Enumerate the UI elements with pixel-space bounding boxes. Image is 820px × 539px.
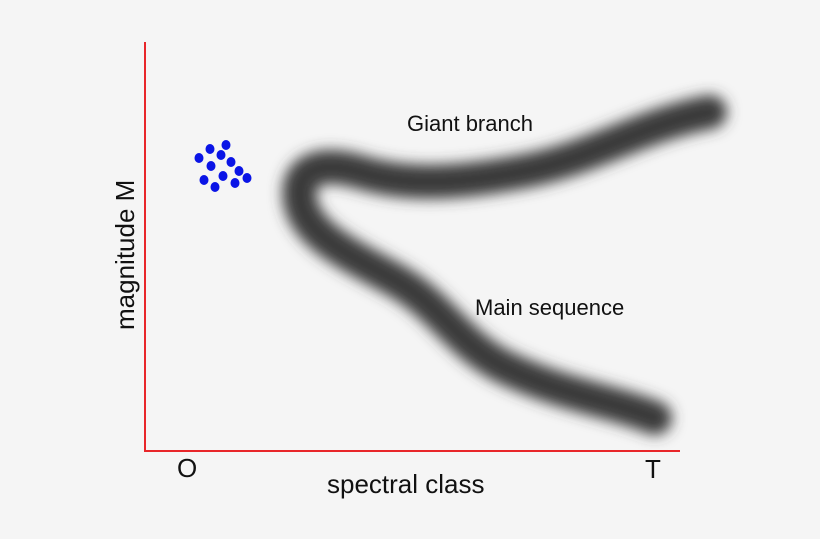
dot bbox=[206, 161, 216, 171]
dot bbox=[226, 157, 236, 167]
main-sequence-label: Main sequence bbox=[475, 295, 624, 320]
stellar-band bbox=[282, 95, 727, 435]
dot-cluster bbox=[194, 140, 252, 192]
dot bbox=[242, 173, 252, 183]
dot bbox=[221, 140, 231, 150]
dot bbox=[194, 153, 204, 163]
x-axis-title: spectral class bbox=[327, 469, 485, 499]
dot bbox=[234, 166, 244, 176]
dot bbox=[230, 178, 240, 188]
dot bbox=[218, 171, 228, 181]
x-start-tick-label: O bbox=[177, 453, 197, 483]
dot bbox=[205, 144, 215, 154]
dot bbox=[210, 182, 220, 192]
x-end-tick-label: T bbox=[645, 454, 661, 484]
dot bbox=[199, 175, 209, 185]
dot bbox=[216, 150, 226, 160]
giant-branch-label: Giant branch bbox=[407, 111, 533, 136]
y-axis-title: magnitude M bbox=[110, 180, 140, 330]
